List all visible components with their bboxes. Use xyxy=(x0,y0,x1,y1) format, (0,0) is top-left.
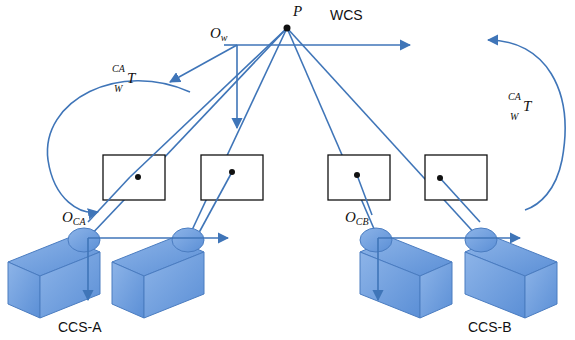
point-label: P xyxy=(293,4,302,19)
image-point xyxy=(229,169,235,175)
wcs-z-axis xyxy=(170,45,237,82)
transform-symbol: T xyxy=(127,71,135,86)
transform-arrow xyxy=(488,40,565,210)
wcs-x-axis xyxy=(237,44,410,46)
image-plane xyxy=(103,155,165,200)
transform-superscript: CA xyxy=(508,92,521,102)
image-plane xyxy=(425,155,487,200)
origin-label: Ow xyxy=(210,26,228,43)
ray xyxy=(88,28,287,238)
image-plane xyxy=(201,155,263,200)
image-point xyxy=(437,175,443,181)
system-label: CCS-B xyxy=(468,320,512,334)
image-plane xyxy=(328,155,390,200)
transform-arrow xyxy=(47,81,190,213)
camera xyxy=(360,228,452,318)
image-point xyxy=(354,172,360,178)
transform-superscript: CA xyxy=(112,64,125,74)
transform-symbol: T xyxy=(523,99,531,114)
system-label: CCS-A xyxy=(58,320,102,334)
camera xyxy=(8,228,100,318)
image-point xyxy=(135,174,141,180)
origin-label: OCB xyxy=(345,210,369,227)
wcs-y-axis xyxy=(236,45,238,128)
ccs-axis xyxy=(88,237,228,239)
transform-subscript: W xyxy=(114,84,122,94)
system-label: WCS xyxy=(330,8,363,22)
point-p xyxy=(284,25,291,32)
ccs-axis xyxy=(87,238,89,300)
ccs-axis xyxy=(377,238,379,300)
origin-label: OCA xyxy=(62,210,86,227)
camera xyxy=(465,228,557,318)
ray xyxy=(287,28,488,248)
camera xyxy=(112,228,204,318)
transform-subscript: W xyxy=(510,112,518,122)
ray xyxy=(185,28,287,245)
ccs-axis xyxy=(378,237,520,239)
ray xyxy=(287,28,378,238)
